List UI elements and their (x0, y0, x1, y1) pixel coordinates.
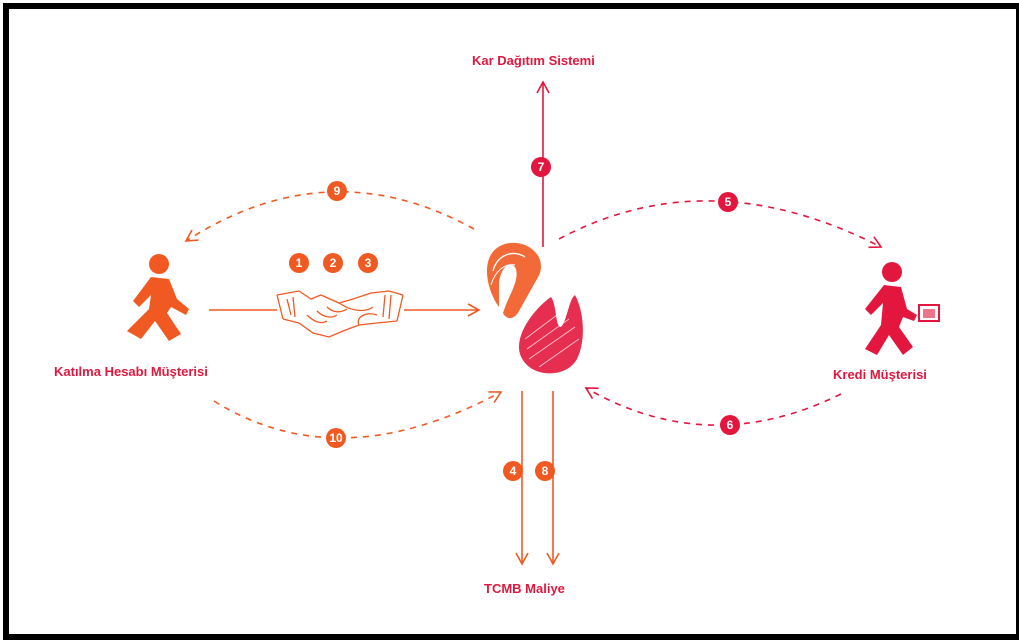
step-badge-10: 10 (326, 428, 346, 448)
step-badge-6: 6 (720, 415, 740, 435)
running-person-icon (127, 254, 189, 341)
step-badge-8: 8 (535, 461, 555, 481)
bank-logo-icon (487, 243, 583, 374)
central-bank-label: TCMB Maliye (484, 581, 565, 596)
credit-customer-label: Kredi Müşterisi (833, 367, 927, 382)
step-badge-2: 2 (323, 253, 343, 273)
profit-system-label: Kar Dağıtım Sistemi (472, 53, 595, 68)
arrow-from-credit-customer (586, 388, 841, 425)
arrow-profit-to-depositor (186, 192, 474, 241)
handshake-icon (277, 291, 403, 337)
flow-diagram (9, 9, 1016, 634)
depositor-label: Katılma Hesabı Müşterisi (54, 364, 208, 379)
step-badge-9: 9 (327, 181, 347, 201)
step-badge-4: 4 (503, 461, 523, 481)
step-badge-5: 5 (718, 192, 738, 212)
running-person-with-briefcase-icon (865, 262, 939, 355)
diagram-frame: Katılma Hesabı Müşterisi Kredi Müşterisi… (3, 3, 1019, 640)
step-badge-3: 3 (358, 253, 378, 273)
arrow-depositor-to-bank (214, 392, 501, 438)
step-badge-1: 1 (289, 253, 309, 273)
step-badge-7: 7 (531, 157, 551, 177)
